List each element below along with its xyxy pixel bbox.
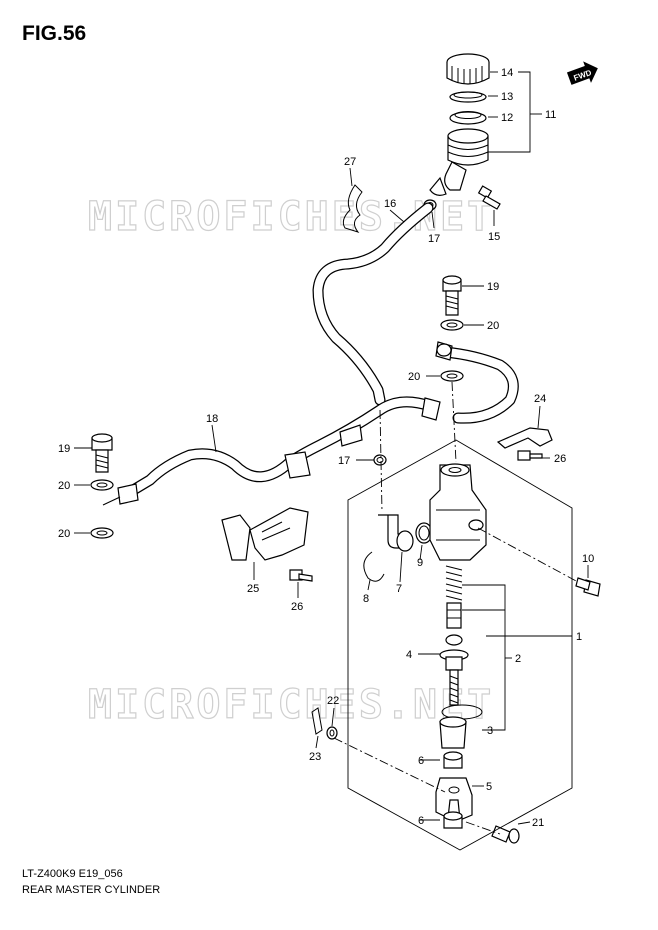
gasket-washer-a bbox=[440, 319, 464, 331]
gasket-washer-c bbox=[90, 479, 114, 491]
callout-19-upper: 19 bbox=[487, 281, 499, 293]
figure-title: FIG.56 bbox=[22, 22, 87, 45]
callout-17-upper: 17 bbox=[428, 233, 440, 245]
hose-clamp-lower bbox=[373, 454, 387, 466]
callout-6-lower: 6 bbox=[418, 815, 424, 827]
callout-3: 3 bbox=[487, 725, 493, 737]
callout-22: 22 bbox=[327, 695, 339, 707]
cotter-pin bbox=[311, 707, 323, 735]
callout-1: 1 bbox=[576, 631, 582, 643]
callout-25: 25 bbox=[247, 583, 259, 595]
callout-26-upper: 26 bbox=[554, 453, 566, 465]
callout-26-lower: 26 bbox=[291, 601, 303, 613]
callout-20-middle: 20 bbox=[408, 371, 420, 383]
diagram-caption: REAR MASTER CYLINDER bbox=[22, 884, 161, 896]
callout-17-lower: 17 bbox=[338, 455, 350, 467]
reservoir-hose bbox=[312, 202, 434, 406]
leader-lines bbox=[74, 71, 589, 825]
bracket-bolt-a bbox=[517, 450, 543, 461]
lock-nut-upper bbox=[443, 751, 463, 769]
callout-20-upper: 20 bbox=[487, 320, 499, 332]
callout-20-left-upper: 20 bbox=[58, 480, 70, 492]
diaphragm bbox=[449, 111, 487, 125]
gasket-washer-d bbox=[90, 527, 114, 539]
rod-end-clevis bbox=[435, 777, 473, 821]
washer bbox=[326, 726, 338, 740]
reservoir-body bbox=[429, 128, 489, 196]
callout-24: 24 bbox=[534, 393, 546, 405]
assembly-outline bbox=[347, 439, 573, 851]
union-bolt-upper bbox=[442, 275, 462, 316]
callout-4: 4 bbox=[406, 649, 412, 661]
callout-16: 16 bbox=[384, 198, 396, 210]
hose-clip bbox=[342, 184, 363, 233]
reservoir-cap bbox=[446, 53, 490, 85]
callout-2: 2 bbox=[515, 653, 521, 665]
fwd-arrow-icon: FWD bbox=[566, 61, 598, 85]
clevis-pin bbox=[491, 825, 520, 844]
callout-8: 8 bbox=[363, 593, 369, 605]
gasket-washer-b bbox=[440, 370, 464, 382]
callout-11: 11 bbox=[545, 109, 556, 121]
callout-13: 13 bbox=[501, 91, 513, 103]
callout-21: 21 bbox=[532, 817, 544, 829]
callout-5: 5 bbox=[486, 781, 492, 793]
callout-14: 14 bbox=[501, 67, 513, 79]
hose-guide-bracket bbox=[496, 427, 553, 449]
master-cylinder-body bbox=[429, 463, 487, 561]
circlip bbox=[363, 551, 385, 582]
dust-boot bbox=[439, 716, 467, 749]
hose-clamp-bracket bbox=[221, 507, 309, 561]
model-code: LT-Z400K9 E19_056 bbox=[22, 868, 123, 880]
bracket-bolt-b bbox=[289, 569, 313, 582]
o-ring bbox=[415, 522, 433, 544]
callout-10: 10 bbox=[582, 553, 594, 565]
callout-6-upper: 6 bbox=[418, 755, 424, 767]
callout-12: 12 bbox=[501, 112, 513, 124]
reservoir-mounting-bolt bbox=[477, 185, 501, 210]
callout-23: 23 bbox=[309, 751, 321, 763]
callout-9: 9 bbox=[417, 557, 423, 569]
union-bolt-lower bbox=[91, 433, 113, 473]
callout-labels: 14 13 12 11 27 16 17 15 19 20 20 24 18 1… bbox=[58, 67, 594, 829]
inlet-connector bbox=[378, 514, 414, 552]
callout-27: 27 bbox=[344, 156, 356, 168]
callout-18: 18 bbox=[206, 413, 218, 425]
piston-spring bbox=[445, 565, 463, 629]
callout-20-left-lower: 20 bbox=[58, 528, 70, 540]
lock-nut-lower bbox=[443, 811, 463, 829]
callout-19-lower: 19 bbox=[58, 443, 70, 455]
callout-15: 15 bbox=[488, 231, 500, 243]
callout-7: 7 bbox=[396, 583, 402, 595]
watermark-bottom: MICROFICHES.NET bbox=[88, 682, 494, 728]
mounting-bolt bbox=[575, 577, 601, 597]
diaphragm-plate bbox=[449, 91, 487, 103]
